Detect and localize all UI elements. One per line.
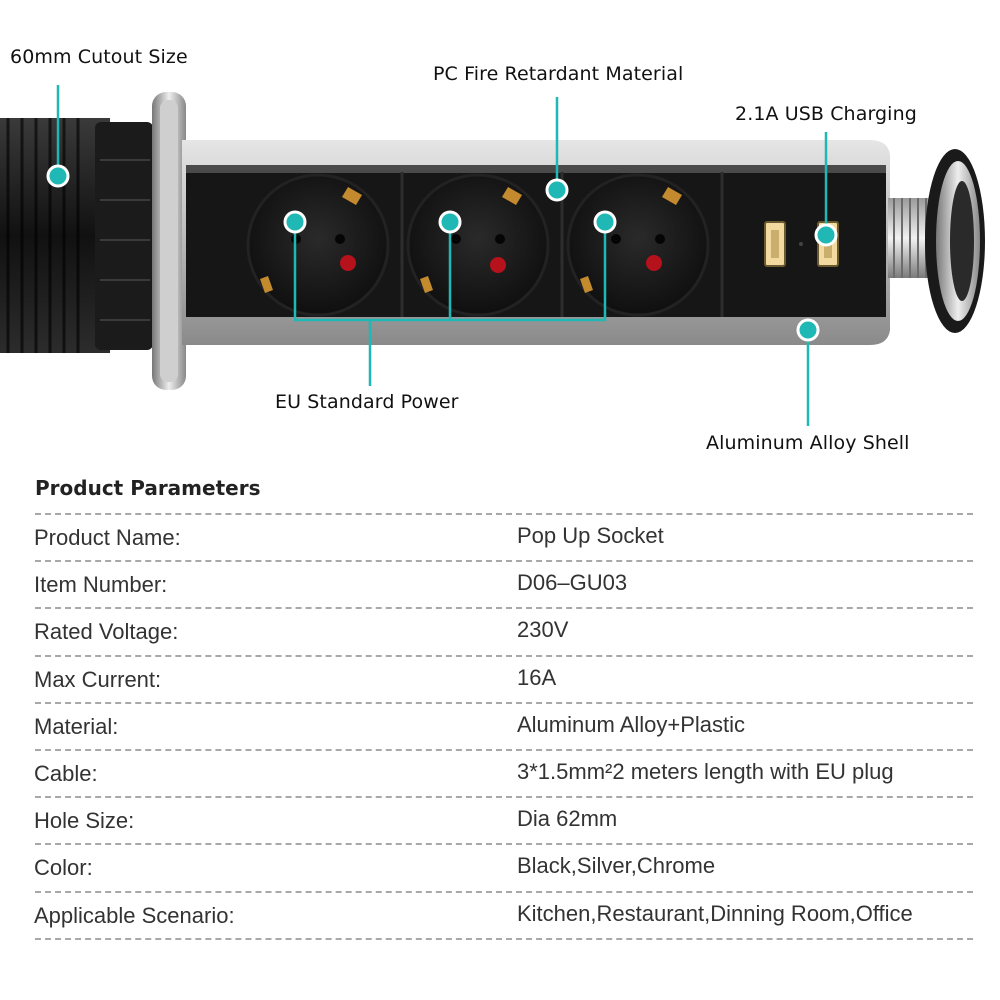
table-row: Hole Size: Dia 62mm <box>0 796 1000 843</box>
callout-usb-charging: 2.1A USB Charging <box>735 103 917 125</box>
param-label: Cable: <box>34 761 98 786</box>
param-label: Hole Size: <box>34 808 135 834</box>
callout-dots <box>46 164 838 342</box>
product-parameters: Product Parameters Product Name: Pop Up S… <box>0 470 1000 1000</box>
table-row: Product Name: Pop Up Socket <box>0 513 1000 560</box>
params-title: Product Parameters <box>35 476 261 500</box>
param-label: Product Name: <box>34 525 181 550</box>
callout-material: PC Fire Retardant Material <box>433 63 684 85</box>
param-label: Applicable Scenario: <box>34 902 235 928</box>
spring-end-cap <box>888 149 985 333</box>
param-value: 230V <box>517 617 569 643</box>
param-label: Material: <box>34 713 119 739</box>
callout-lines <box>56 85 828 426</box>
param-value: 3*1.5mm²2 meters length with EU plug <box>517 759 894 784</box>
param-value: Aluminum Alloy+Plastic <box>517 711 746 737</box>
flange-ring <box>152 92 186 390</box>
param-label: Max Current: <box>34 666 162 692</box>
eu-socket <box>406 173 550 317</box>
table-row: Color: Black,Silver,Chrome <box>0 843 1000 890</box>
eu-socket <box>246 173 390 317</box>
param-value: Kitchen,Restaurant,Dinning Room,Office <box>517 900 913 926</box>
param-value: Dia 62mm <box>517 806 618 832</box>
table-row: Applicable Scenario: Kitchen,Restaurant,D… <box>0 890 1000 938</box>
row-divider <box>35 937 973 940</box>
param-value: Pop Up Socket <box>517 523 664 548</box>
row-divider <box>35 843 973 846</box>
param-value: D06–GU03 <box>517 570 628 596</box>
table-row: Item Number: D06–GU03 <box>0 560 1000 607</box>
eu-socket <box>566 173 710 317</box>
param-label: Item Number: <box>34 572 168 598</box>
row-divider <box>35 701 973 704</box>
table-row: Material: Aluminum Alloy+Plastic <box>0 701 1000 749</box>
param-value: Black,Silver,Chrome <box>517 853 716 879</box>
threaded-tube <box>0 118 153 353</box>
param-label: Rated Voltage: <box>34 619 179 645</box>
row-divider <box>35 513 973 515</box>
row-divider <box>35 890 973 893</box>
table-row: Rated Voltage: 230V <box>0 607 1000 654</box>
param-value: 16A <box>517 664 557 690</box>
row-divider <box>35 749 973 751</box>
table-row: Cable: 3*1.5mm²2 meters length with EU pl… <box>0 749 1000 796</box>
product-illustration <box>0 85 985 426</box>
callout-aluminum-shell: Aluminum Alloy Shell <box>706 432 910 454</box>
row-divider <box>35 560 973 563</box>
table-row: Max Current: 16A <box>0 654 1000 702</box>
row-divider <box>35 607 973 610</box>
param-label: Color: <box>34 855 93 881</box>
callout-eu-power: EU Standard Power <box>275 391 459 413</box>
row-divider <box>35 654 973 657</box>
table-row-end <box>0 937 1000 940</box>
row-divider <box>35 796 973 799</box>
callout-cutout-size: 60mm Cutout Size <box>10 46 188 68</box>
